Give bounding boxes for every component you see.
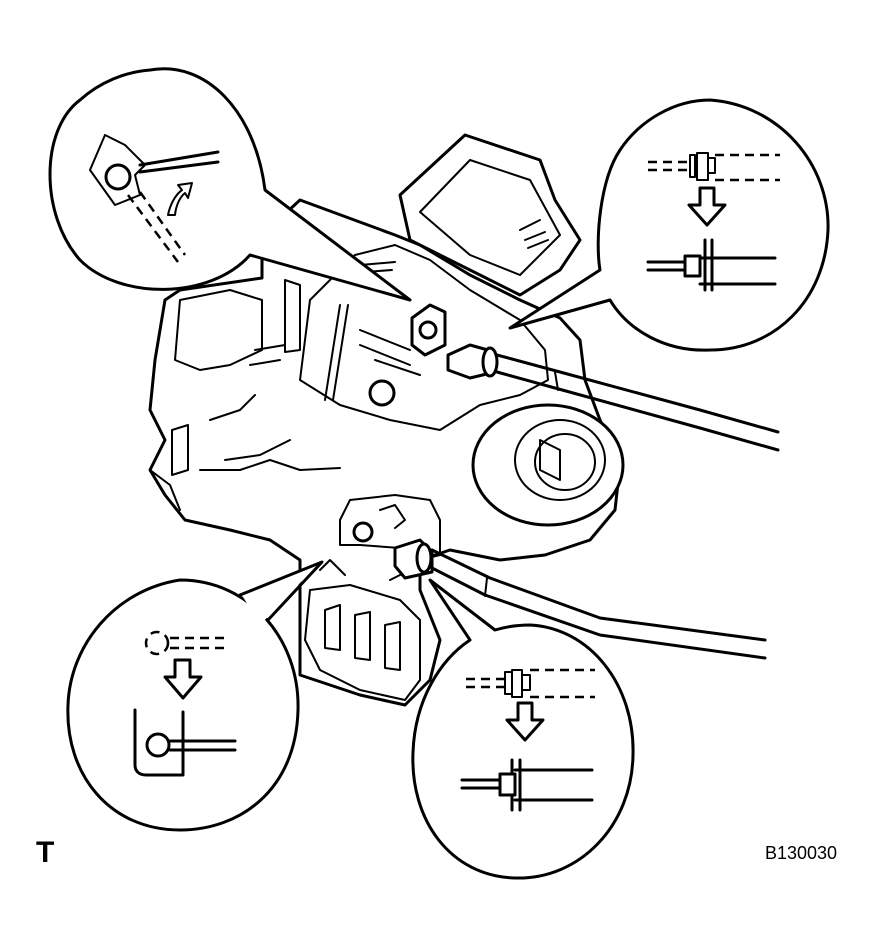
lock-cover (398, 133, 582, 297)
rotate-arrow-icon (167, 182, 193, 216)
down-arrow-icon (163, 658, 203, 700)
figure-code: B130030 (765, 843, 838, 863)
door-lock-assembly (148, 133, 625, 707)
view-direction-label: T (36, 836, 55, 869)
cable-clip-detail-callout (508, 98, 830, 352)
lever-engage-detail-callout (66, 560, 324, 832)
down-arrow-icon (505, 701, 545, 742)
upper-cable (446, 343, 780, 452)
down-arrow-icon (687, 186, 727, 227)
lock-cylinder-boss (471, 403, 625, 527)
lock-lever-detail-callout (48, 67, 412, 302)
lower-cable (393, 538, 767, 660)
cable-clip-detail-callout-lower (411, 578, 635, 880)
inner-plate (299, 244, 549, 431)
